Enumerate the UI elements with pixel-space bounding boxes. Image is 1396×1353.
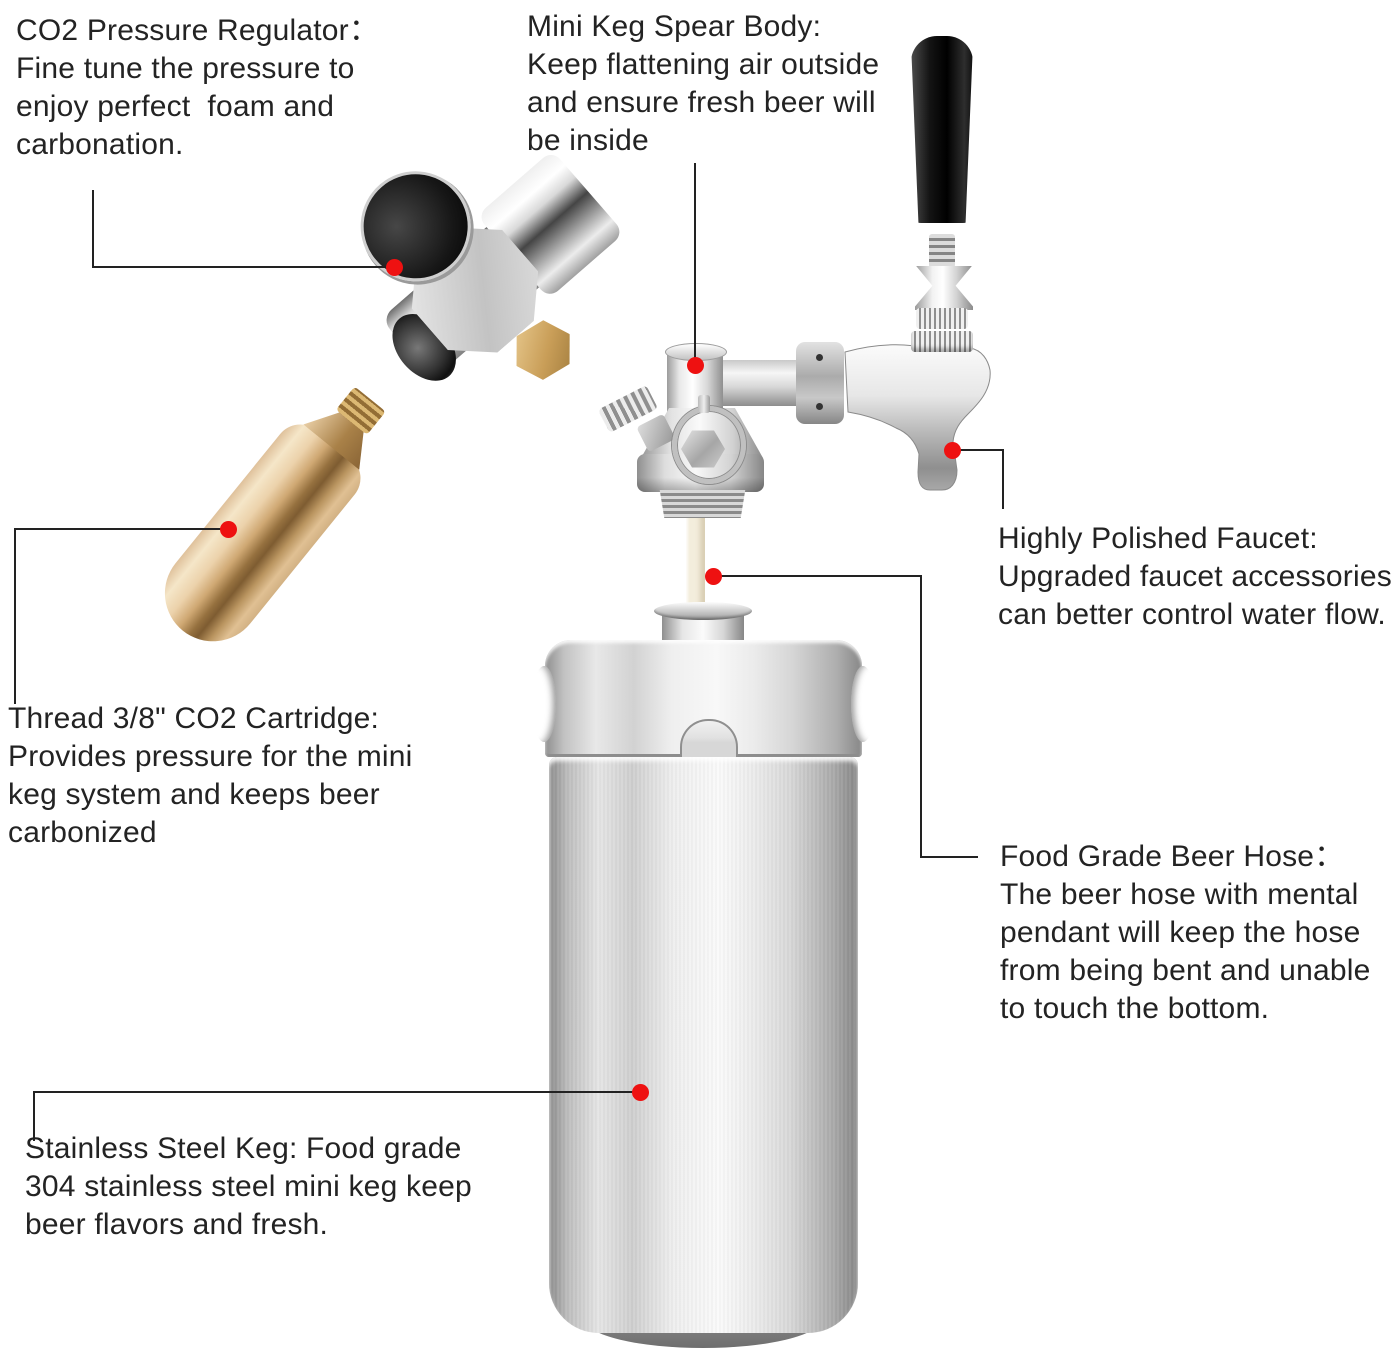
keg-top-section <box>532 640 875 757</box>
annotation-beer-hose: Food Grade Beer Hose： The beer hose with… <box>1000 840 1371 1025</box>
co2-cartridge <box>136 362 417 672</box>
callout-line-hose <box>713 575 922 577</box>
callout-line-hose <box>920 575 922 858</box>
handle-threaded-stud <box>929 234 955 268</box>
beer-hose <box>686 514 705 610</box>
callout-line-spear <box>694 163 696 366</box>
polished-faucet <box>844 344 991 491</box>
annotation-co2-cartridge: Thread 3/8" CO2 Cartridge: Provides pres… <box>8 702 413 849</box>
callout-line-keg <box>33 1091 35 1141</box>
keg-arch-cutout <box>680 719 738 757</box>
callout-line-hose <box>920 856 978 858</box>
callout-line-cartridge <box>14 528 16 704</box>
keg-handle-notch-left <box>532 666 556 742</box>
keg-neck-rim <box>654 602 752 620</box>
marker-dot-regulator <box>386 259 403 276</box>
tap-handle <box>911 36 973 223</box>
faucet-bonnet <box>915 266 973 310</box>
relief-pin <box>698 395 710 413</box>
shank-flange <box>796 342 844 424</box>
callout-line-regulator <box>92 190 94 268</box>
annotation-stainless-keg: Stainless Steel Keg: Food grade 304 stai… <box>25 1132 472 1241</box>
faucet-shank <box>721 360 801 406</box>
marker-dot-hose <box>705 568 722 585</box>
marker-dot-cartridge <box>220 521 237 538</box>
stainless-steel-keg <box>549 757 858 1333</box>
flange-screw <box>816 403 823 410</box>
annotation-co2-regulator: CO2 Pressure Regulator： Fine tune the pr… <box>16 14 380 161</box>
knurled-ring-upper <box>916 308 968 329</box>
callout-line-cartridge <box>15 528 229 530</box>
annotation-spear-body: Mini Keg Spear Body: Keep flattening air… <box>527 10 880 157</box>
callout-line-faucet <box>952 449 1004 451</box>
callout-line-regulator <box>92 266 394 268</box>
callout-line-keg <box>33 1091 641 1093</box>
flange-screw <box>816 354 823 361</box>
spear-threaded-collar <box>659 490 746 518</box>
marker-dot-keg <box>632 1084 649 1101</box>
annotation-faucet: Highly Polished Faucet: Upgraded faucet … <box>998 522 1392 631</box>
marker-dot-faucet <box>944 442 961 459</box>
knurled-ring-lower <box>911 331 973 352</box>
marker-dot-spear <box>687 357 704 374</box>
keg-handle-notch-right <box>851 666 875 742</box>
callout-line-faucet <box>1002 449 1004 509</box>
